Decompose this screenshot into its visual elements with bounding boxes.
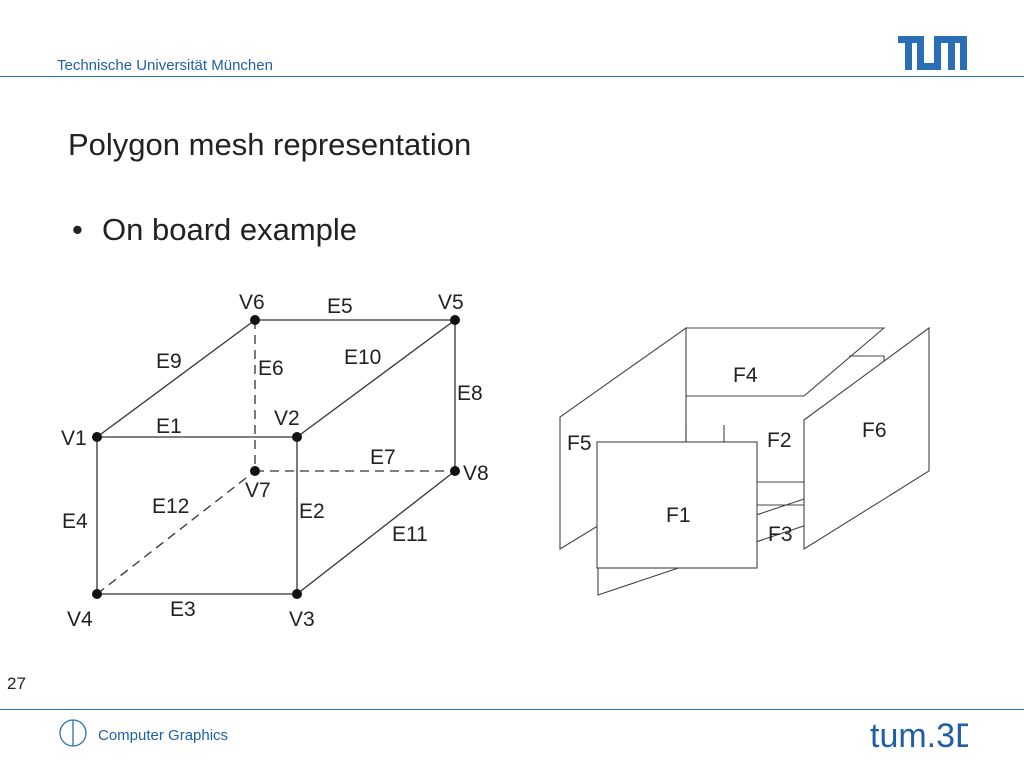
vertex-label: V3 [289, 608, 315, 631]
vertex-label: V5 [438, 291, 464, 314]
edge-label: E5 [327, 295, 353, 318]
vertex-dot [250, 466, 260, 476]
edge-label: E7 [370, 446, 396, 469]
edge-line [96, 470, 256, 595]
page-number: 27 [7, 674, 26, 693]
footer-divider [0, 709, 1024, 710]
face-label: F5 [567, 432, 592, 455]
bullet-text: On board example [102, 212, 358, 247]
vertex-label: V6 [239, 291, 265, 314]
globe-icon [59, 719, 87, 747]
tum3d-logo-text: tum.3D [870, 717, 968, 752]
vertex-dot [92, 589, 102, 599]
course-name: Computer Graphics [98, 727, 229, 744]
face-label: F6 [862, 419, 887, 442]
face-label: F2 [767, 429, 792, 452]
university-name: Technische Universität München [57, 57, 273, 74]
edge-label: E6 [258, 357, 284, 380]
edge-line [296, 319, 456, 438]
edge-line [296, 470, 456, 595]
edge-label: E1 [156, 415, 182, 438]
vertex-dot [450, 315, 460, 325]
vertex-dot [450, 466, 460, 476]
vertex-label: V4 [67, 608, 93, 631]
edge-label: E4 [62, 510, 88, 533]
vertex-label: V2 [274, 407, 300, 430]
vertex-dot [292, 589, 302, 599]
edge-label: E2 [299, 500, 325, 523]
edge-line [96, 319, 256, 438]
vertex-dot [92, 432, 102, 442]
header-divider [0, 76, 1024, 77]
edge-label: E10 [344, 346, 381, 369]
face-label: F4 [733, 364, 758, 387]
vertex-label: V7 [245, 479, 271, 502]
edge-label: E8 [457, 382, 483, 405]
face-label: F3 [768, 523, 793, 546]
vertex-label: V8 [463, 462, 489, 485]
tum3d-logo: tum.3D [870, 717, 968, 752]
edge-label: E3 [170, 598, 196, 621]
vertex-label: V1 [61, 427, 87, 450]
vertex-dot [292, 432, 302, 442]
edge-label: E12 [152, 495, 189, 518]
face-label: F1 [666, 504, 691, 527]
edge-label: E11 [392, 523, 428, 546]
face-shape [559, 326, 687, 550]
face-shape [803, 326, 930, 550]
vertex-dot [250, 315, 260, 325]
tum-logo [898, 36, 967, 70]
face-shape [596, 441, 758, 569]
bullet-item: • On board example [72, 212, 357, 248]
slide-title: Polygon mesh representation [68, 127, 472, 162]
edge-label: E9 [156, 350, 182, 373]
bullet-icon: • [72, 212, 83, 247]
